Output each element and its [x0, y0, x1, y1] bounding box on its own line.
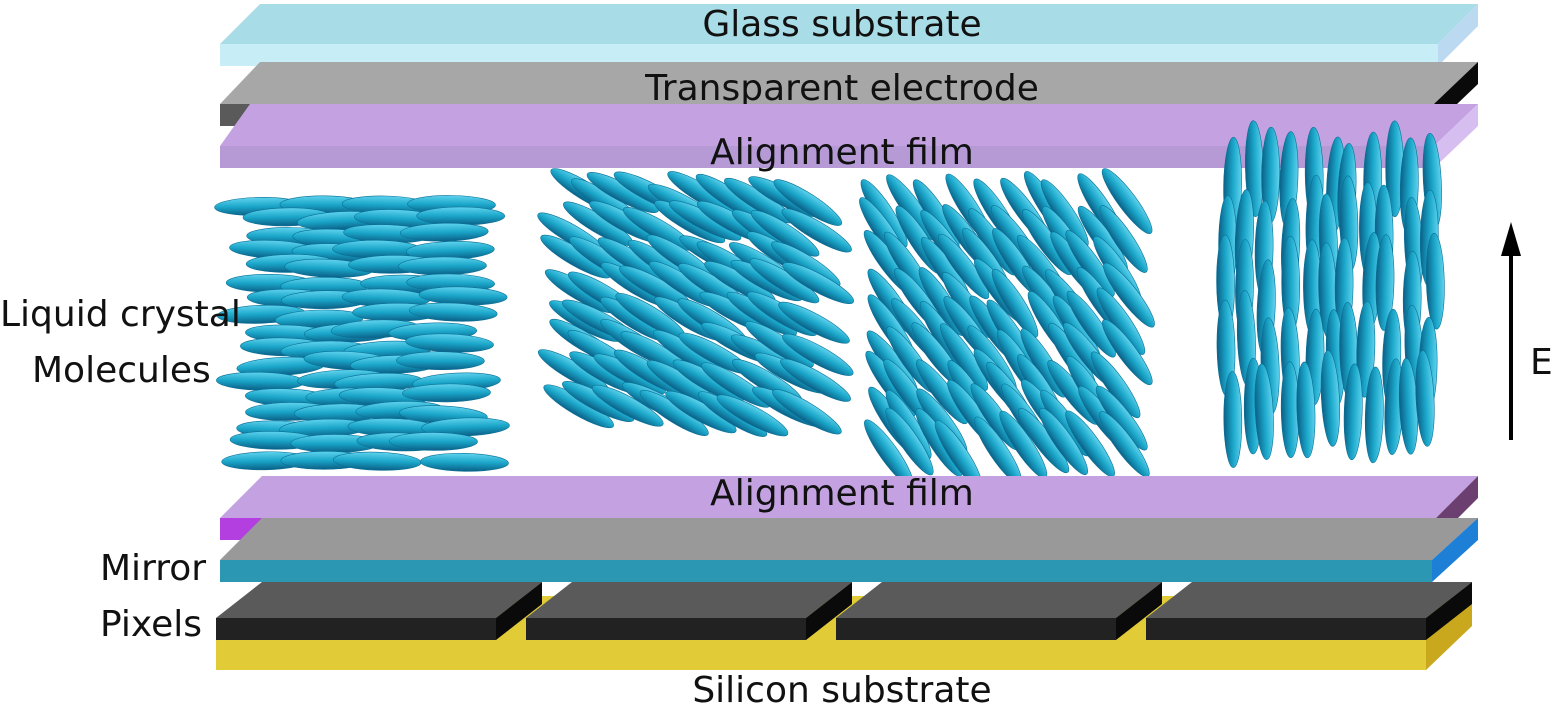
glass-substrate-layer: Glass substrate — [220, 4, 1478, 66]
lc-molecule — [780, 358, 851, 402]
lc-molecule — [1296, 361, 1316, 459]
lc-molecule — [1090, 351, 1141, 419]
liquid-crystal-molecules — [214, 120, 1445, 489]
lc-group-vertical — [1216, 120, 1445, 468]
electric-field-arrow — [1501, 222, 1521, 440]
lc-molecule — [1223, 371, 1243, 468]
lc-molecule — [773, 179, 843, 226]
lc-molecule — [1320, 350, 1341, 447]
lc-molecule — [402, 383, 491, 403]
lc-molecule — [778, 301, 850, 344]
lc-molecule — [389, 432, 478, 451]
lc-molecule — [399, 222, 489, 242]
electric-field-label: E — [1530, 342, 1553, 383]
pixel-block — [836, 582, 1162, 640]
pixel-electrodes — [216, 582, 1472, 640]
molecules-label: Molecules — [32, 350, 211, 391]
lc-molecule — [1102, 319, 1153, 386]
lc-molecule — [1356, 301, 1376, 398]
lc-molecule — [772, 389, 842, 435]
lc-molecule — [1375, 234, 1395, 331]
lc-molecule — [408, 302, 498, 322]
pixel-block — [1146, 582, 1472, 640]
lc-molecule — [782, 333, 854, 376]
lc-molecule — [716, 394, 789, 437]
lc-molecule — [1343, 363, 1363, 461]
lc-molecule — [332, 451, 422, 471]
lc-molecule — [781, 208, 852, 253]
lc-molecule — [991, 268, 1039, 338]
lc-molecule — [1103, 262, 1155, 328]
glass-substrate-label: Glass substrate — [702, 4, 981, 45]
lc-molecule — [1039, 407, 1088, 475]
lc-molecule — [396, 351, 485, 371]
transparent-electrode-label: Transparent electrode — [644, 68, 1039, 109]
mirror-label: Mirror — [100, 548, 206, 589]
lc-molecule — [1364, 366, 1384, 464]
alignment-film-top-layer: Alignment film — [220, 104, 1478, 173]
lc-molecule — [938, 233, 990, 300]
lc-molecule — [1425, 232, 1445, 330]
lc-molecule — [940, 323, 988, 391]
lc-molecule — [1415, 350, 1435, 447]
lc-group-horizontal — [214, 195, 510, 472]
liquid-crystal-label: Liquid crystal — [0, 294, 241, 335]
mirror-layer — [220, 518, 1478, 582]
alignment-film-top-label: Alignment film — [710, 132, 974, 173]
lc-molecule — [1254, 363, 1274, 460]
lc-molecule — [1099, 205, 1148, 273]
lc-molecule — [885, 407, 934, 476]
silicon-substrate-label: Silicon substrate — [692, 670, 991, 707]
lc-group-tilted-30 — [537, 168, 854, 437]
lc-molecule — [416, 206, 505, 226]
lc-molecule — [420, 452, 509, 472]
pixel-block — [526, 582, 852, 640]
alignment-film-bottom-label: Alignment film — [710, 473, 974, 514]
pixel-block — [216, 582, 542, 640]
lc-molecule — [1066, 290, 1116, 358]
pixels-label: Pixels — [100, 604, 202, 645]
lc-molecule — [591, 384, 664, 427]
lc-molecule — [1101, 168, 1153, 234]
lc-molecule — [750, 210, 820, 257]
lc-molecule — [782, 262, 854, 304]
lc-group-tilted-55 — [859, 168, 1155, 489]
